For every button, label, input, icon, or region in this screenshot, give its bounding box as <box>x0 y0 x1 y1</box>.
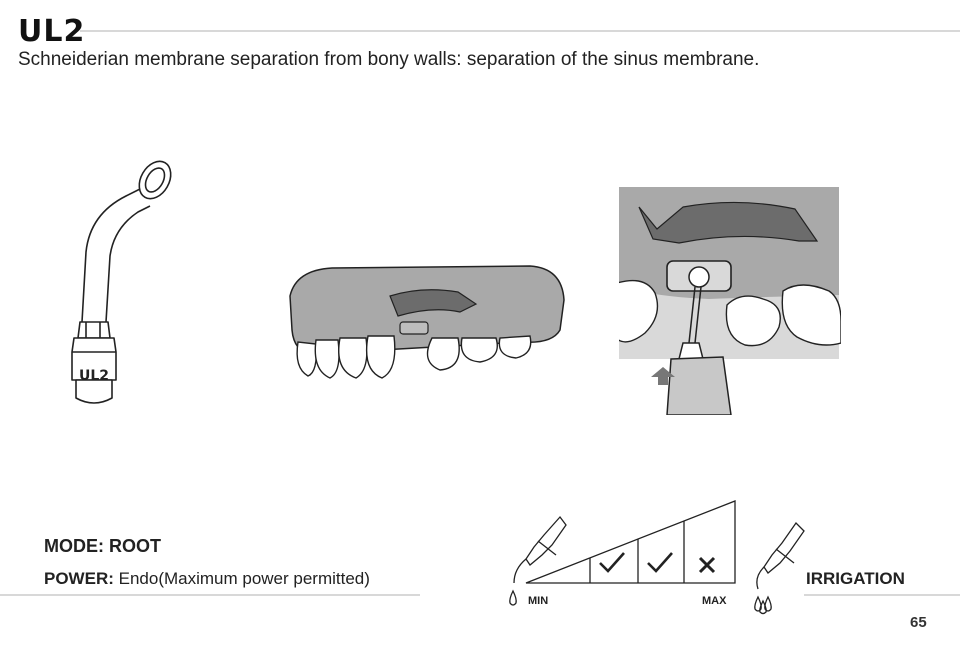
bottom-divider-right <box>804 594 960 596</box>
check-icon <box>599 552 625 573</box>
page-number: 65 <box>910 614 927 631</box>
tip-engraving: UL2 <box>79 368 109 384</box>
irrigation-label: IRRIGATION <box>806 569 905 588</box>
water-drop-icon <box>754 595 772 615</box>
sinus-closeup-illustration <box>619 187 841 415</box>
power-label: POWER: <box>44 569 114 588</box>
bottom-divider-left <box>0 594 420 596</box>
cross-icon <box>698 556 716 574</box>
page-subtitle: Schneiderian membrane separation from bo… <box>18 49 760 70</box>
power-value: Endo(Maximum power permitted) <box>113 569 370 588</box>
power-setting: POWER: Endo(Maximum power permitted) <box>44 569 370 589</box>
scale-min-label: MIN <box>528 595 548 607</box>
ultrasonic-tip-icon: UL2 <box>71 160 172 404</box>
water-drop-icon <box>509 589 517 606</box>
check-icon <box>647 552 673 573</box>
title-divider <box>80 30 960 32</box>
irrigation-handpiece-icon <box>754 521 805 615</box>
page-title: UL2 <box>18 14 86 49</box>
scale-max-label: MAX <box>702 595 727 607</box>
maxilla-illustration <box>289 265 565 379</box>
power-scale: MIN MAX <box>509 500 736 607</box>
arrow-up-icon <box>651 367 675 385</box>
handpiece-icon <box>513 515 567 584</box>
mode-setting: MODE: ROOT <box>44 536 161 556</box>
